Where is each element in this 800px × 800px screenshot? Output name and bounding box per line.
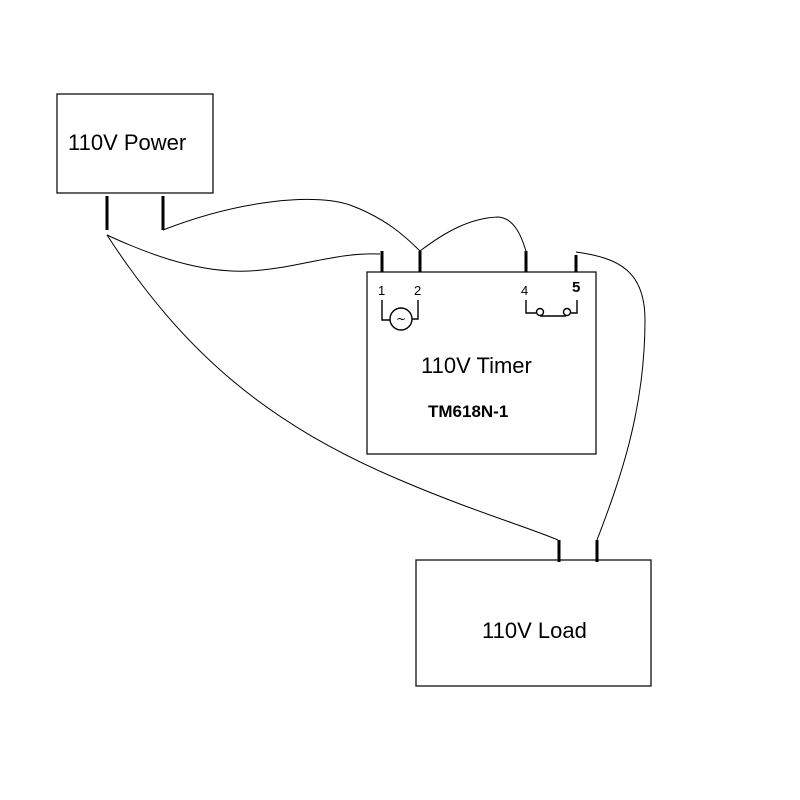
coil-tilde: ~ [396, 312, 406, 326]
timer-coil-symbol: ~ [381, 300, 419, 331]
power-box: 110V Power [56, 93, 214, 230]
load-box: 110V Load [415, 540, 652, 687]
load-label: 110V Load [482, 618, 587, 643]
timer-contact-symbol [525, 300, 578, 317]
wire-power-a-to-timer-1 [106, 234, 381, 272]
wire-power-b-to-timer-2 [162, 198, 421, 252]
wire-power-a-to-load [106, 234, 559, 541]
timer-box: 1 2 4 5 ~ 110V Timer TM618N-1 [366, 251, 597, 455]
terminal-label-5: 5 [572, 279, 580, 296]
power-label: 110V Power [68, 130, 186, 155]
terminal-label-2: 2 [414, 283, 421, 298]
terminal-label-1: 1 [378, 283, 385, 298]
timer-label: 110V Timer [421, 353, 532, 378]
wire-timer-2-to-timer-4 [419, 216, 527, 252]
timer-model: TM618N-1 [428, 402, 508, 421]
terminal-label-4: 4 [521, 283, 528, 298]
wire-timer-5-to-load [575, 251, 646, 541]
